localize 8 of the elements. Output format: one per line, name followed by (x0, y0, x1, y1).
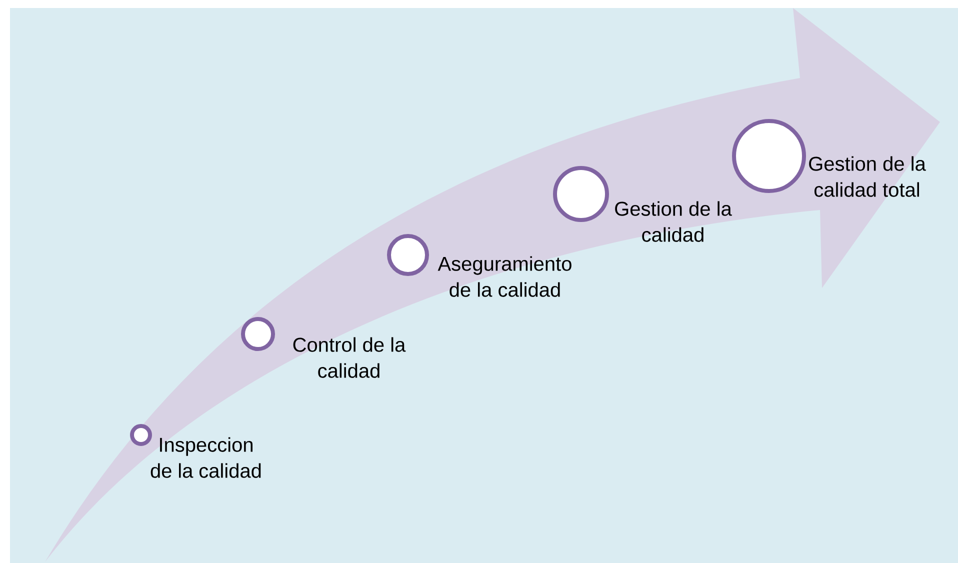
circle-label: Control de la calidad (293, 337, 406, 378)
circle-label: Gestion de la calidad (615, 201, 732, 242)
circle-label: Gestion de la calidad total (809, 156, 926, 197)
circle-marker (241, 317, 275, 351)
circle-marker (130, 424, 152, 446)
circle-label: Aseguramiento de la calidad (438, 256, 572, 297)
circle-label: Inspeccion de la calidad (150, 437, 261, 478)
circle-marker (732, 119, 806, 193)
